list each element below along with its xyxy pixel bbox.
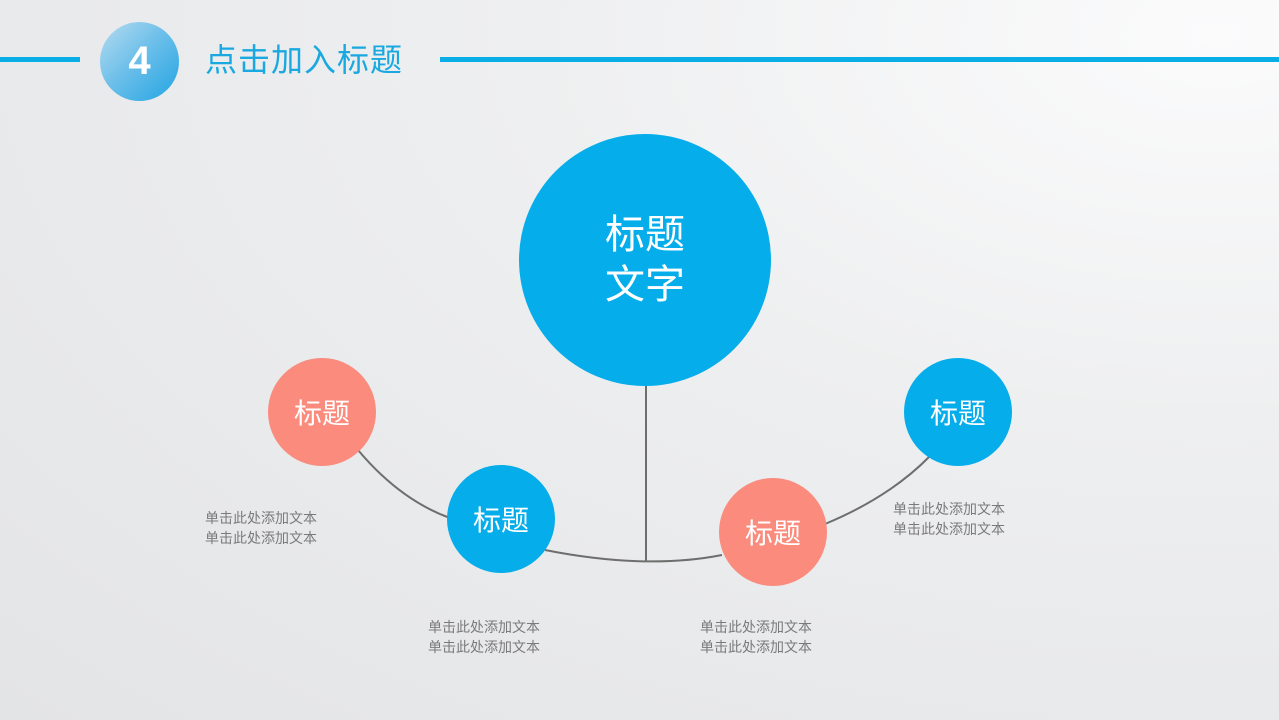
center-topic-line1: 标题 xyxy=(605,212,685,258)
node-description-2[interactable]: 单击此处添加文本 单击此处添加文本 xyxy=(428,620,540,656)
header-line-left xyxy=(0,57,80,62)
node-circle-4[interactable]: 标题 xyxy=(904,358,1012,466)
section-number-badge: 4 xyxy=(100,22,179,101)
node-circle-3[interactable]: 标题 xyxy=(719,478,827,586)
node-description-1[interactable]: 单击此处添加文本 单击此处添加文本 xyxy=(205,511,317,547)
node-description-3[interactable]: 单击此处添加文本 单击此处添加文本 xyxy=(700,620,812,656)
node-label-3: 标题 xyxy=(744,517,801,550)
node-label-1: 标题 xyxy=(293,397,350,430)
node-circle-2[interactable]: 标题 xyxy=(447,465,555,573)
node-label-4: 标题 xyxy=(929,397,986,430)
node-circle-1[interactable]: 标题 xyxy=(268,358,376,466)
node-label-2: 标题 xyxy=(472,504,529,537)
header-line-right xyxy=(440,57,1279,62)
center-topic-line2: 文字 xyxy=(605,262,685,308)
page-title[interactable]: 点击加入标题 xyxy=(205,41,404,79)
center-topic-circle[interactable]: 标题 文字 xyxy=(519,134,771,386)
node-description-4[interactable]: 单击此处添加文本 单击此处添加文本 xyxy=(893,502,1005,538)
